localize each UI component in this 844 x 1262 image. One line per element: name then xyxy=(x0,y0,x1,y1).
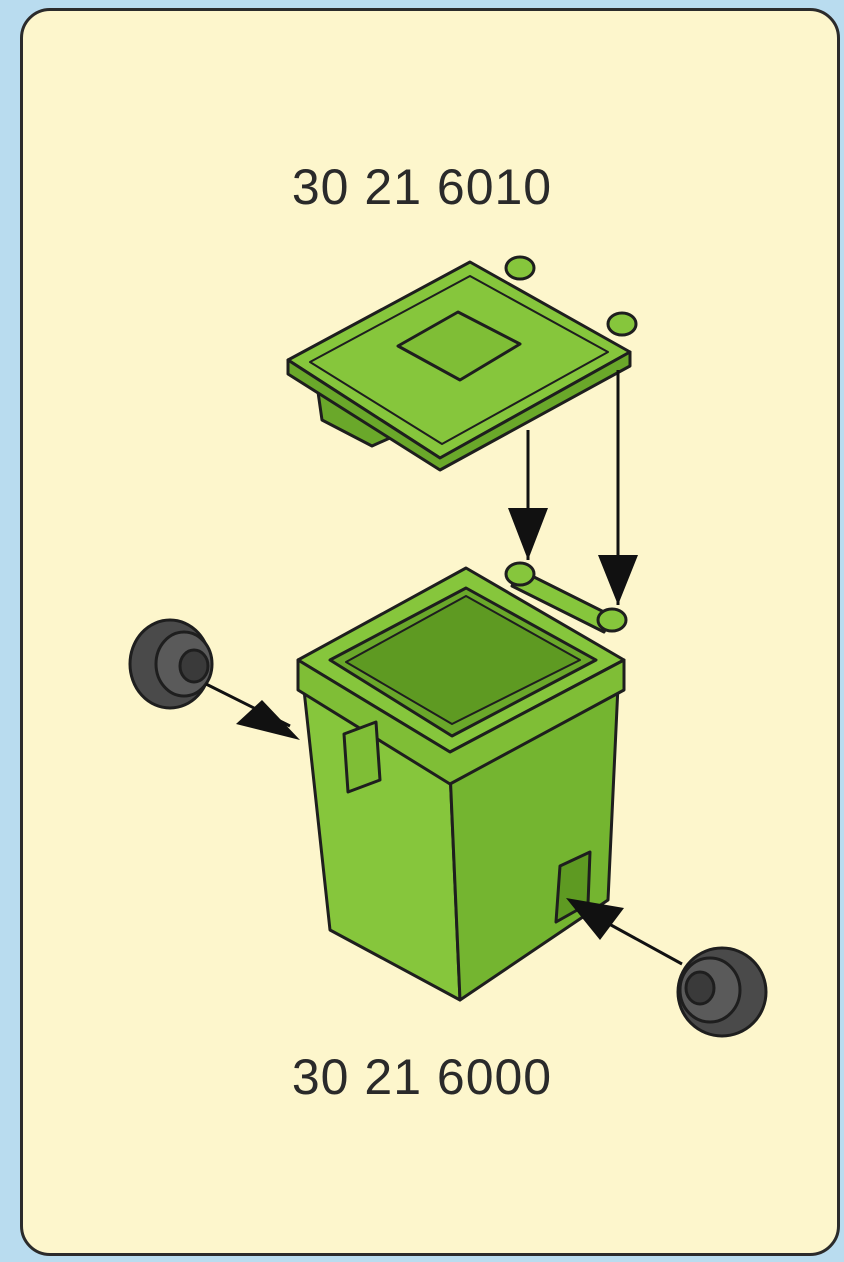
wheel-icon xyxy=(130,620,212,708)
bin-icon xyxy=(298,563,626,1000)
lid-part-number: 30 21 6010 xyxy=(0,158,844,216)
bin-part-number: 30 21 6000 xyxy=(0,1048,844,1106)
lid-icon xyxy=(288,257,636,470)
wheel-icon xyxy=(678,948,766,1036)
